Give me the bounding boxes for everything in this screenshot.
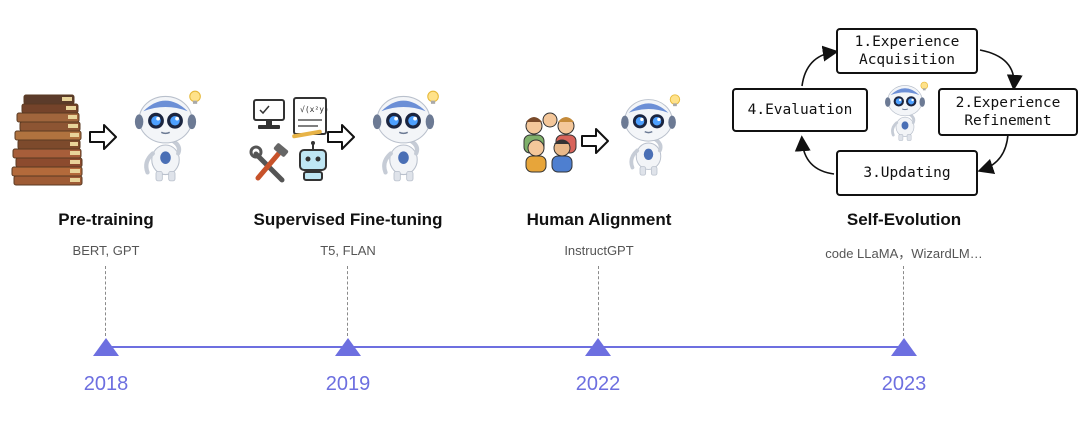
- robot-icon: [606, 92, 691, 177]
- timeline-marker: [335, 338, 361, 356]
- robot-icon: [356, 88, 451, 183]
- timeline-marker: [891, 338, 917, 356]
- stage-title-pretraining: Pre-training: [58, 210, 154, 229]
- connector-line: [903, 266, 904, 336]
- svg-text:√(x²y): √(x²y): [300, 105, 329, 114]
- connector-line: [598, 266, 599, 336]
- year-label: 2018: [83, 373, 129, 395]
- step-experience-refinement: 2.Experience Refinement: [938, 88, 1078, 136]
- pretraining-illustration: [0, 84, 215, 194]
- robot-icon: [118, 88, 213, 183]
- year-label: 2022: [575, 373, 621, 395]
- cycle-arrows: [794, 45, 1023, 175]
- stage-title-self-evolution: Self-Evolution: [846, 210, 962, 229]
- sft-illustration: √(x²y): [238, 84, 458, 194]
- year-label: 2019: [325, 373, 371, 395]
- self-evolution-cycle: 1.Experience Acquisition 2.Experience Re…: [726, 22, 1080, 202]
- step1-label: 1.Experience Acquisition: [854, 33, 960, 68]
- step2-label: 2.Experience Refinement: [955, 94, 1061, 129]
- people-icon: [523, 112, 577, 173]
- stage-models-alignment: InstructGPT: [564, 243, 634, 258]
- year-label: 2023: [881, 373, 927, 395]
- timeline-marker: [93, 338, 119, 356]
- step4-label: 4.Evaluation: [747, 101, 853, 118]
- stage-models-pretraining: BERT, GPT: [72, 243, 140, 258]
- step3-label: 3.Updating: [863, 164, 951, 181]
- step-updating: 3.Updating: [836, 150, 978, 196]
- connector-line: [347, 266, 348, 336]
- stage-title-sft: Supervised Fine-tuning: [253, 210, 443, 229]
- step-evaluation: 4.Evaluation: [732, 88, 868, 132]
- robot-icon: [874, 80, 936, 142]
- stage-models-sft: T5, FLAN: [320, 243, 376, 258]
- stage-models-self-evolution: code LLaMA，WizardLM…: [825, 246, 983, 261]
- books-icon: [11, 94, 83, 186]
- timeline-axis: [106, 346, 904, 348]
- stage-title-alignment: Human Alignment: [526, 210, 672, 229]
- arrow-icon: [326, 122, 356, 152]
- step-experience-acquisition: 1.Experience Acquisition: [836, 28, 978, 74]
- arrow-icon: [88, 122, 118, 152]
- alignment-illustration: [510, 84, 690, 194]
- timeline-marker: [585, 338, 611, 356]
- connector-line: [105, 266, 106, 336]
- tools-icon: √(x²y): [249, 97, 329, 183]
